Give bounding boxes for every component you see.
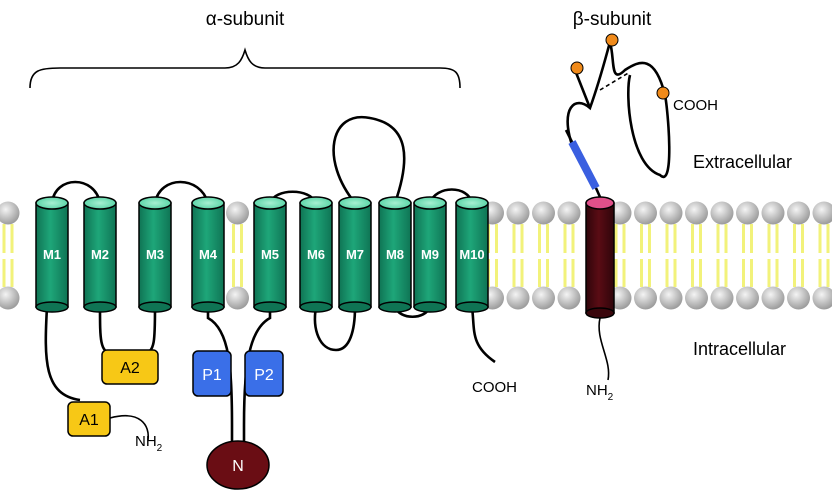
lipid-head: [685, 201, 708, 225]
alpha-nh2-label: NH2: [135, 433, 163, 454]
domain-a2: [101, 349, 159, 385]
extracellular-label: Extracellular: [693, 152, 792, 172]
beta-transmembrane-helix: [585, 202, 615, 314]
lipid-head: [226, 286, 249, 310]
helix-m5: M5: [253, 196, 287, 313]
glycan-1: [605, 33, 619, 47]
domain-n: [206, 440, 270, 490]
beta-subunit: [564, 33, 671, 381]
beta-helix-cap: [585, 196, 615, 210]
lipid-head: [812, 201, 832, 225]
lipid-head: [812, 286, 832, 310]
helix-label: M2: [91, 247, 109, 262]
domain-a1: [67, 401, 111, 437]
lipid-head: [736, 201, 759, 225]
domain-a2-label: A2: [120, 360, 140, 377]
helix-m10: M10: [455, 196, 489, 313]
helix-label: M8: [386, 247, 404, 262]
beta-cooh-label: COOH: [673, 97, 718, 114]
lipid-head: [710, 286, 734, 310]
lipid-head: [685, 286, 708, 310]
alpha-subunit-title: α-subunit: [206, 9, 285, 30]
intracellular-label: Intracellular: [693, 339, 786, 359]
helix-m7: M7: [338, 196, 372, 313]
lipid-head: [787, 286, 810, 310]
lipid-tails: [2, 224, 830, 287]
alpha-extracellular-loops: [50, 115, 474, 204]
helix-m6: M6: [299, 196, 333, 313]
glycan-3: [656, 86, 670, 100]
helix-m2: M2: [83, 196, 117, 313]
helix-label: M3: [146, 247, 164, 262]
lipid-head: [506, 286, 530, 310]
lipid-head: [659, 201, 683, 225]
helix-m4: M4: [191, 196, 225, 313]
helix-label: M5: [261, 247, 279, 262]
lipid-head: [634, 286, 657, 310]
lipid-head: [634, 201, 657, 225]
lipid-head: [557, 201, 581, 225]
helix-label: M10: [459, 247, 484, 262]
lipid-head: [226, 201, 249, 225]
lipid-head: [557, 286, 581, 310]
domain-p1: [192, 350, 232, 397]
domain-p2: [244, 350, 284, 397]
lipid-head: [0, 201, 20, 225]
helix-m1: M1: [35, 196, 69, 313]
beta-linker: [568, 140, 600, 190]
domain-n-label: N: [232, 458, 244, 475]
lipid-head: [532, 286, 555, 310]
helix-m8: M8: [378, 196, 412, 313]
lipid-head: [506, 201, 530, 225]
lipid-head: [659, 286, 683, 310]
helix-label: M1: [43, 247, 61, 262]
glycan-2: [570, 61, 584, 75]
lipid-head: [0, 286, 20, 310]
helix-m3: M3: [138, 196, 172, 313]
cytoplasmic-domains: A1 A2 P1 P2 N: [67, 349, 284, 490]
helix-label: M9: [421, 247, 439, 262]
helix-label: M4: [199, 247, 218, 262]
beta-subunit-title: β-subunit: [573, 9, 652, 30]
beta-nh2-label: NH2: [586, 382, 614, 403]
alpha-cooh-label: COOH: [472, 379, 517, 396]
helix-m9: M9: [413, 196, 447, 313]
alpha-transmembrane-helices: M1 M2 M3 M4 M5 M6 M7 M8 M9 M10: [35, 196, 489, 313]
lipid-head: [710, 201, 734, 225]
lipid-head: [736, 286, 759, 310]
lipid-head: [787, 201, 810, 225]
domain-p2-label: P2: [254, 367, 274, 384]
lipid-head: [532, 201, 555, 225]
helix-label: M6: [307, 247, 325, 262]
domain-a1-label: A1: [79, 412, 99, 429]
helix-label: M7: [346, 247, 364, 262]
lipid-head: [761, 286, 785, 310]
lipid-heads: [0, 201, 832, 310]
alpha-brace: [29, 47, 461, 89]
domain-p1-label: P1: [202, 367, 222, 384]
lipid-head: [761, 201, 785, 225]
